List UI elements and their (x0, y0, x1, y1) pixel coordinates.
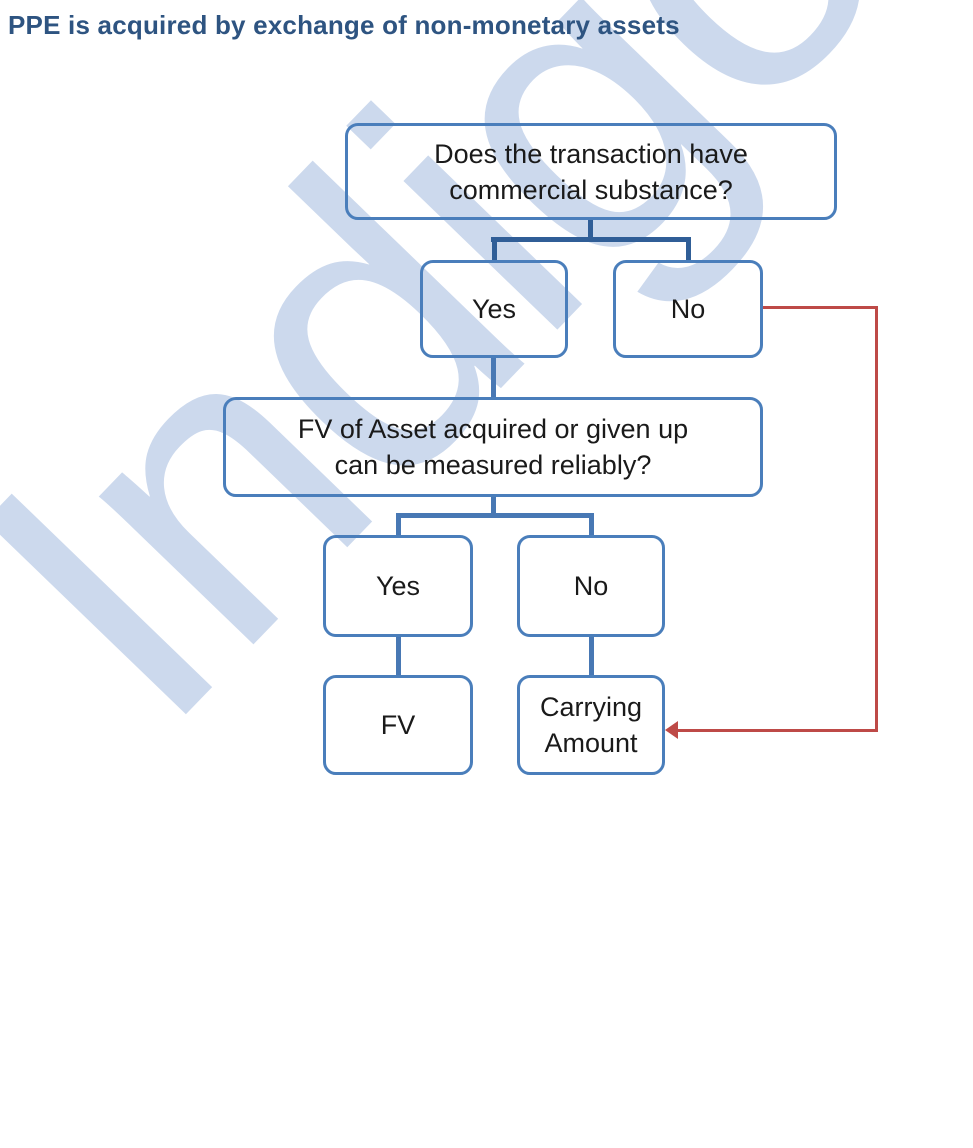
node-commercial-substance-question: Does the transaction have commercial sub… (345, 123, 837, 220)
connector-no1-red-bottom (677, 729, 878, 732)
node-text-line: Amount (544, 728, 638, 758)
connector-q2-to-yes (396, 516, 401, 537)
node-no-level2: No (517, 535, 665, 637)
page-title: PPE is acquired by exchange of non-monet… (8, 10, 680, 40)
node-text-line: No (573, 571, 609, 601)
node-text-line: Does the transaction have (434, 138, 748, 169)
node-text-line: Yes (471, 294, 517, 324)
node-text-line: No (670, 294, 706, 324)
connector-q2-to-no (589, 516, 594, 537)
connector-q1-to-yes (492, 240, 497, 261)
connector-q2-stem (491, 495, 496, 516)
node-fv-result: FV (323, 675, 473, 775)
node-text-line: Carrying (539, 692, 643, 722)
connector-q2-bar (396, 513, 594, 518)
connector-yes2-to-fv (396, 635, 401, 677)
node-text-line: FV of Asset acquired or given up (297, 414, 689, 444)
node-text-line: Yes (375, 571, 421, 601)
node-text-line: commercial substance? (449, 174, 733, 205)
connector-no1-red-top (763, 306, 878, 309)
node-no-level1: No (613, 260, 763, 358)
connector-q1-to-no (686, 240, 691, 261)
connector-yes1-to-q2 (491, 356, 496, 399)
connector-q1-bar (491, 237, 691, 242)
connector-no1-red-vertical (875, 306, 878, 732)
arrow-left-icon (665, 721, 678, 739)
node-text-line: can be measured reliably? (334, 450, 652, 480)
node-text-line: FV (380, 710, 416, 740)
connector-no2-to-ca (589, 635, 594, 677)
node-carrying-amount-result: Carrying Amount (517, 675, 665, 775)
node-yes-level1: Yes (420, 260, 568, 358)
connector-q1-stem (588, 219, 593, 240)
node-yes-level2: Yes (323, 535, 473, 637)
node-fv-measured-question: FV of Asset acquired or given up can be … (223, 397, 763, 497)
